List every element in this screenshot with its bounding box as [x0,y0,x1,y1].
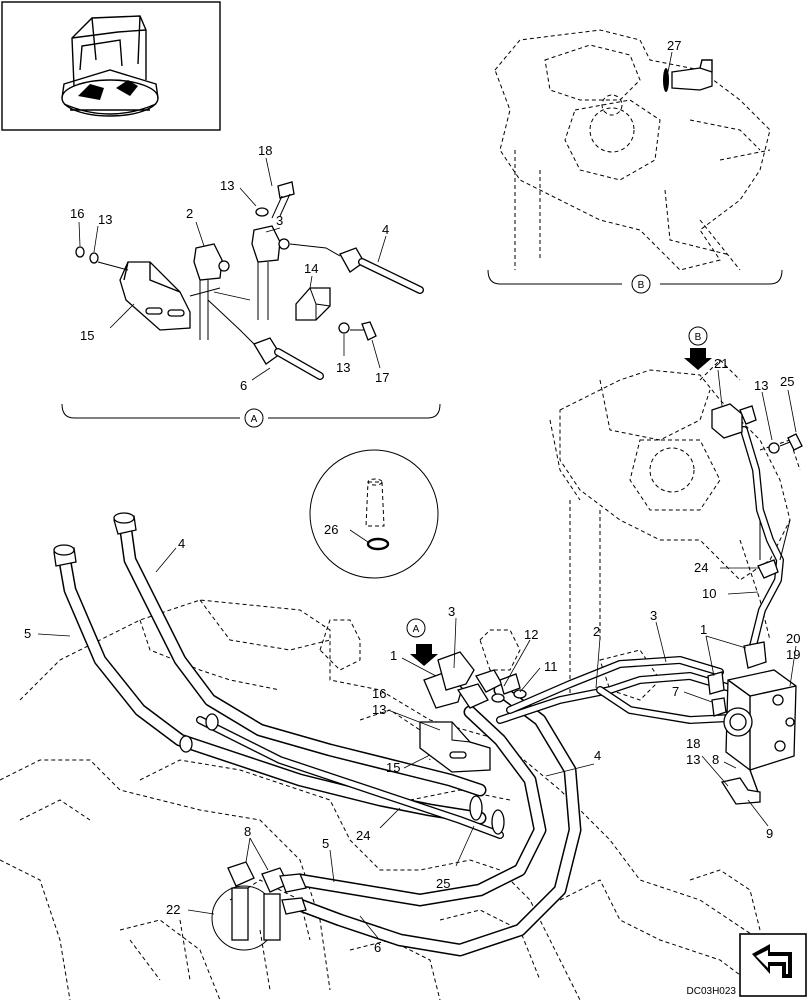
callout-7: 7 [672,684,679,699]
excavator-icon [61,15,159,117]
fitting-27 [663,59,713,92]
callout-6: 6 [240,378,247,393]
view-b-marker: B [638,280,645,291]
callout-21: 21 [714,356,728,371]
callout-13: 13 [220,178,234,193]
callout-13: 13 [686,752,700,767]
callout-19: 19 [786,647,800,662]
callout-17: 17 [375,370,389,385]
callout-24: 24 [356,828,370,843]
callout-5: 5 [322,836,329,851]
callout-8: 8 [712,752,719,767]
hose-end-4 [113,512,137,535]
view-b-arrow-label: B [695,332,702,343]
callout-25: 25 [436,876,450,891]
callout-13: 13 [336,360,350,375]
callout-3: 3 [276,213,283,228]
callout-4: 4 [382,222,389,237]
chassis-outline [0,599,791,1000]
hose-sleeve-a [205,713,219,731]
drawing-code: DC03H023 [687,986,737,997]
valve-block [707,641,797,805]
orientation-arrow-box [739,933,807,997]
machine-locator-inset [1,1,221,131]
callout-27: 27 [667,38,681,53]
fitting-21 [711,403,757,439]
callout-15: 15 [386,760,400,775]
callout-2: 2 [186,206,193,221]
callout-12: 12 [524,627,538,642]
callout-14: 14 [304,261,318,276]
callout-15: 15 [80,328,94,343]
callout-18: 18 [258,143,272,158]
callout-4: 4 [594,748,601,763]
callout-4: 4 [178,536,185,551]
callout-10: 10 [702,586,716,601]
clamp-25 [469,795,483,821]
fittings-8-22 [211,861,307,951]
callout-16: 16 [372,686,386,701]
callout-25: 25 [780,374,794,389]
callout-18: 18 [686,736,700,751]
view-b-detail: 27 B [487,29,783,294]
callout-13: 13 [98,212,112,227]
callout-2: 2 [593,624,600,639]
view-a-callouts: 18 13 16 13 2 3 4 14 15 13 17 6 [70,143,389,393]
oring-detail-26: 26 [309,449,439,579]
view-b-arrow [684,348,712,370]
callout-9: 9 [766,826,773,841]
view-a-arrow-label: A [413,624,420,635]
callout-5: 5 [24,626,31,641]
fittings-view-a [410,644,527,773]
callout-24: 24 [694,560,708,575]
callout-20: 20 [786,631,800,646]
callout-22: 22 [166,902,180,917]
callout-11: 11 [544,659,558,674]
callout-16: 16 [70,206,84,221]
hose-sleeve-b [179,735,193,753]
callout-13: 13 [372,702,386,717]
main-callouts: 4 5 3 1 12 11 16 13 15 2 3 1 7 20 19 8 1… [24,356,800,955]
view-a-marker: A [251,414,258,425]
hose-end-5 [53,544,77,567]
main-assembly: B A [0,326,803,1000]
callout-6: 6 [374,940,381,955]
callout-1: 1 [700,622,707,637]
callout-3: 3 [448,604,455,619]
callout-13: 13 [754,378,768,393]
callout-8: 8 [244,824,251,839]
callout-26: 26 [324,522,338,537]
callout-3: 3 [650,608,657,623]
view-a-detail: A [61,181,441,428]
callout-1: 1 [390,648,397,663]
clamp-25b [491,809,505,835]
